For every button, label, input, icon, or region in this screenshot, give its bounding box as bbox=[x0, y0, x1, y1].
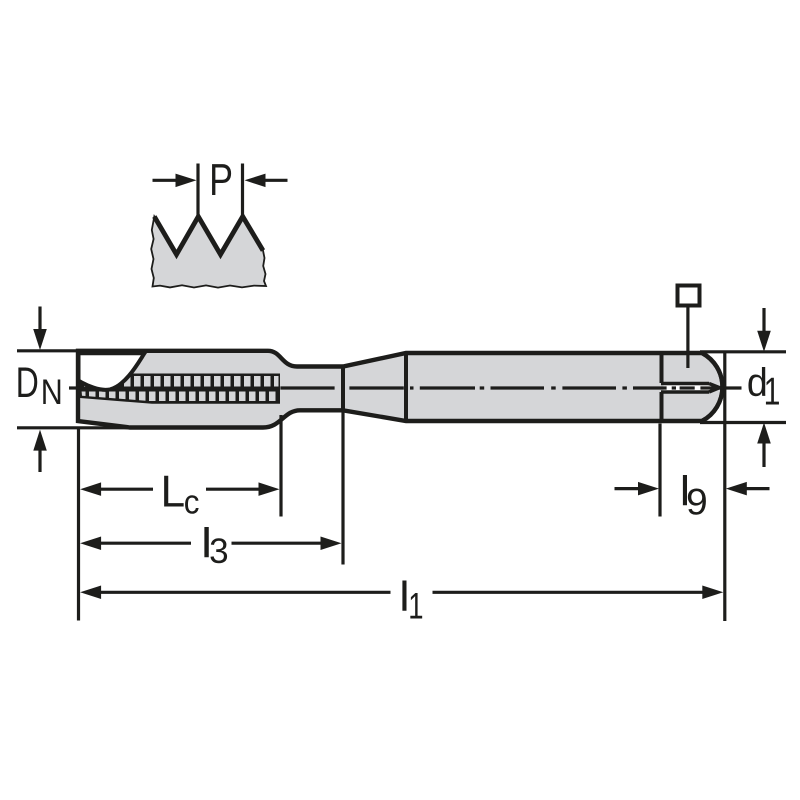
svg-text:l: l bbox=[201, 519, 212, 566]
svg-text:D: D bbox=[16, 358, 39, 406]
svg-text:l: l bbox=[680, 469, 690, 515]
svg-text:9: 9 bbox=[686, 483, 708, 524]
svg-text:P: P bbox=[209, 155, 233, 205]
svg-text:1: 1 bbox=[764, 370, 781, 414]
svg-text:c: c bbox=[184, 482, 200, 521]
svg-text:l: l bbox=[399, 575, 409, 621]
svg-text:d: d bbox=[747, 361, 768, 405]
svg-text:3: 3 bbox=[209, 532, 229, 571]
svg-text:L: L bbox=[161, 467, 186, 516]
svg-text:1: 1 bbox=[408, 586, 423, 627]
svg-text:N: N bbox=[41, 372, 63, 411]
